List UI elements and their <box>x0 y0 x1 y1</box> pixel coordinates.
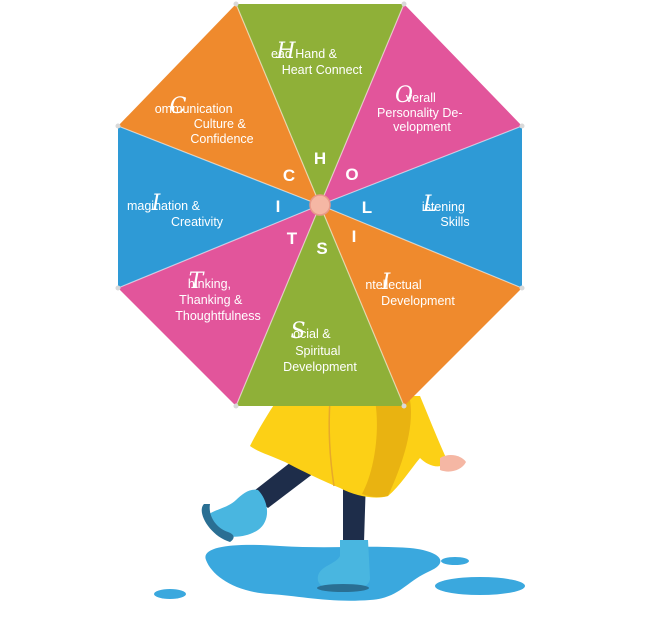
segment-labels: Head Hand & Heart Connect Overall Person… <box>127 39 470 374</box>
umbrella-rib-tips <box>115 1 525 409</box>
segment-overall-personality <box>320 4 522 205</box>
left-boot-sole <box>201 504 234 542</box>
puddle-small <box>441 557 469 565</box>
umbrella-ribs <box>117 3 523 407</box>
holistic-letter-i-right: I <box>352 227 357 246</box>
segment-listening <box>320 126 522 288</box>
segment-label-communication: Communication Culture & Confidence <box>155 94 254 146</box>
segment-social-spiritual <box>236 205 404 406</box>
holistic-letter-o: O <box>345 165 358 184</box>
holistic-letter-h: H <box>314 149 326 168</box>
umbrella-canopy <box>115 1 525 409</box>
left-boot <box>206 489 268 537</box>
hand <box>440 455 466 472</box>
segment-label-social-spiritual: Social & Spiritual Development <box>283 319 357 374</box>
segment-label-intellectual: Intellectual Development <box>365 270 455 308</box>
right-boot <box>317 540 370 590</box>
segment-label-thinking: Thinking, Thanking & Thoughtfulness <box>175 269 260 323</box>
segment-label-head-hand-heart: Head Hand & Heart Connect <box>271 39 363 77</box>
holistic-ring: H O L I S T I C <box>276 149 373 258</box>
puddle-left <box>154 589 186 599</box>
segment-thinking <box>118 205 320 406</box>
segment-label-overall-personality: Overall Personality De- velopment <box>377 83 467 134</box>
holistic-letter-t: T <box>287 229 298 248</box>
segment-head-hand-heart <box>236 4 404 205</box>
holistic-letter-l: L <box>362 198 372 217</box>
raincoat-shade <box>362 400 411 498</box>
right-boot-sole <box>317 584 369 592</box>
segment-communication <box>118 4 320 205</box>
puddle-right <box>435 577 525 595</box>
segment-label-imagination: Imagination & Creativity <box>127 191 224 229</box>
holistic-letter-i-left: I <box>276 197 281 216</box>
segment-label-listening: Listening Skills <box>422 192 470 229</box>
umbrella-hub <box>309 194 331 216</box>
holistic-letter-c: C <box>283 166 295 185</box>
holistic-letter-s: S <box>316 239 327 258</box>
segment-intellectual <box>320 205 522 406</box>
raincoat-seam <box>328 399 335 487</box>
segment-imagination <box>118 126 320 288</box>
child-figure <box>201 396 466 592</box>
